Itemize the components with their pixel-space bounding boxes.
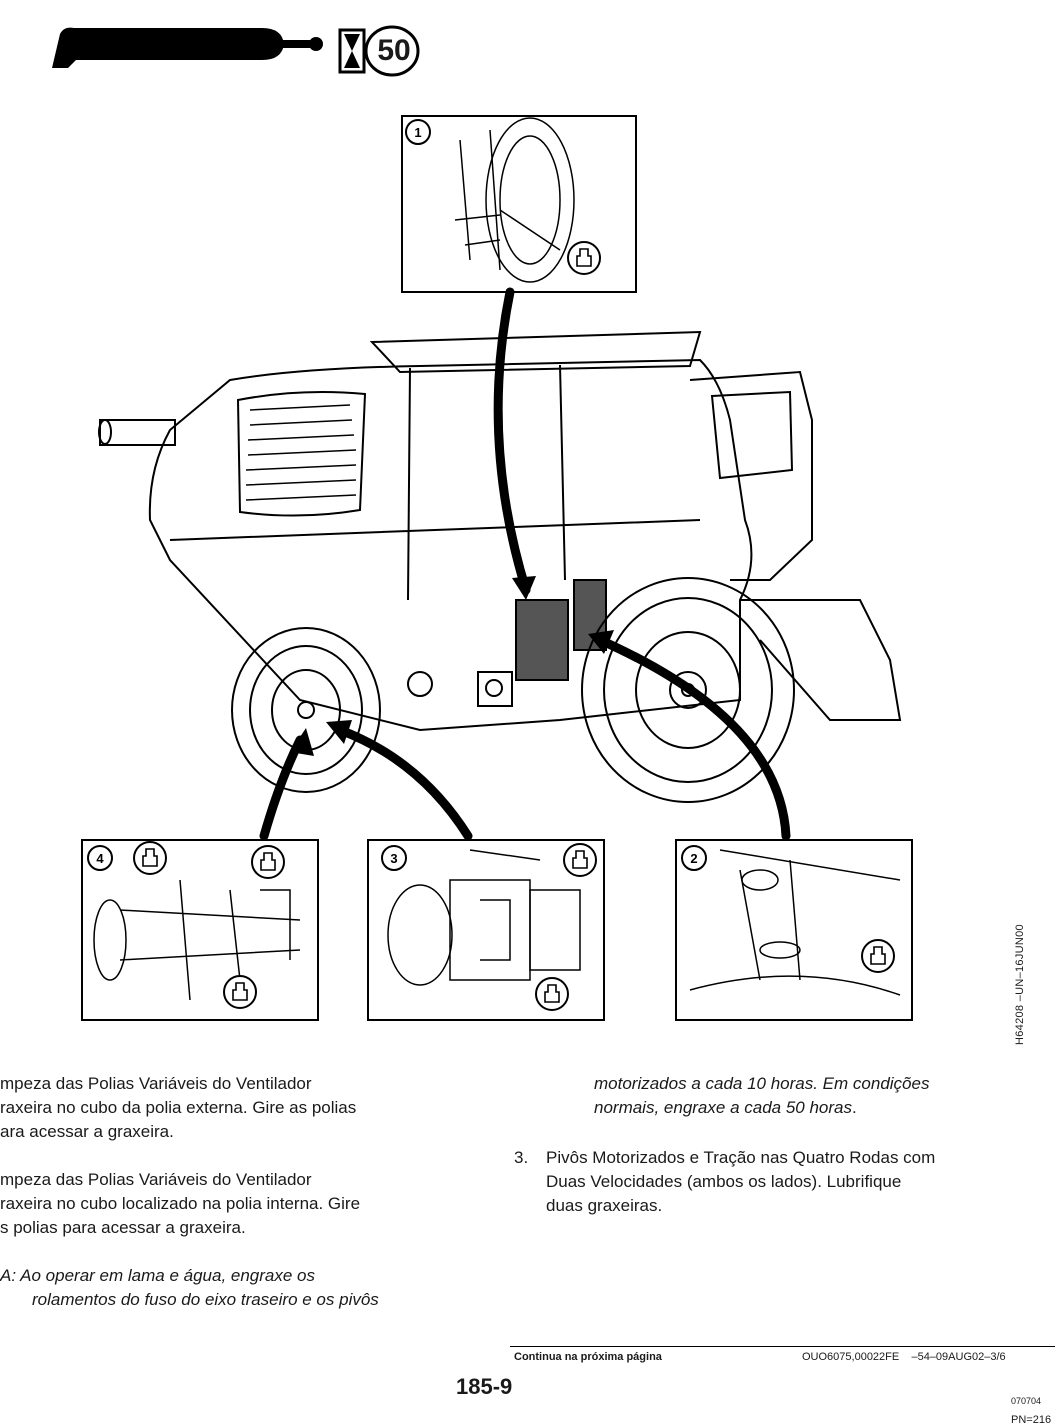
footer-divider (510, 1346, 1055, 1347)
svg-text:1: 1 (414, 125, 421, 140)
grease-gun-icon (52, 27, 323, 69)
figure-code: H64208 –UN–16JUN00 (1014, 924, 1026, 1045)
arrow-to-inset-3 (335, 725, 473, 841)
combine-body (148, 358, 753, 732)
mesh-panel-left (515, 599, 569, 681)
document-reference: OUO6075,00022FE –54–09AUG02–3/6 (802, 1351, 1006, 1363)
interval-hours: 50 (377, 34, 411, 67)
hourglass-icon (338, 25, 420, 77)
service-interval-badge: 50 (336, 24, 420, 78)
page-pn: PN=216 (1011, 1414, 1052, 1426)
page-number: 185-9 (456, 1374, 513, 1399)
grain-tank (369, 330, 702, 374)
grease-fitting-icon (861, 939, 895, 973)
grease-fitting-icon (251, 845, 285, 879)
engine-grille (236, 391, 367, 517)
grease-fitting-icon (223, 975, 257, 1009)
svg-text:2: 2 (690, 851, 697, 866)
grease-fitting-icon (563, 843, 597, 877)
lubrication-list: 3. Pivôs Motorizados e Tração nas Quatro… (514, 1146, 1054, 1218)
inset-fan-pulley-outer: 1 (401, 115, 637, 293)
left-column-text: mpeza das Polias Variáveis do Ventilador… (0, 1072, 470, 1336)
item-1: mpeza das Polias Variáveis do Ventilador… (0, 1074, 357, 1141)
svg-text:3: 3 (390, 851, 397, 866)
note-continuation: motorizados a cada 10 horas. Em condiçõe… (594, 1074, 930, 1117)
date-code: 070704 (1011, 1396, 1042, 1406)
right-column-text: motorizados a cada 10 horas. Em condiçõe… (514, 1072, 1054, 1218)
continued-label: Continua na próxima página (514, 1351, 662, 1363)
feeder-house (740, 599, 902, 721)
cab (689, 370, 813, 581)
item-2: mpeza das Polias Variáveis do Ventilador… (0, 1170, 361, 1237)
svg-text:4: 4 (96, 851, 104, 866)
rear-wheel (231, 627, 381, 793)
inset-rear-axle-spindle: 4 (81, 839, 319, 1021)
arrow-to-inset-2 (595, 635, 791, 841)
arrow-to-inset-1 (493, 287, 531, 595)
grease-fitting-icon (535, 977, 569, 1011)
note: A: Ao operar em lama e água, engraxe os … (0, 1266, 379, 1309)
grease-fitting-icon (567, 241, 601, 275)
item-3: 3. Pivôs Motorizados e Tração nas Quatro… (514, 1148, 936, 1215)
inset-fan-pulley-inner: 2 (675, 839, 913, 1021)
inset-power-pivot: 3 (367, 839, 605, 1021)
arrow-to-inset-4 (259, 735, 305, 841)
grease-fitting-icon (133, 841, 167, 875)
combine-lubrication-illustration: 1 4 (81, 115, 913, 1021)
